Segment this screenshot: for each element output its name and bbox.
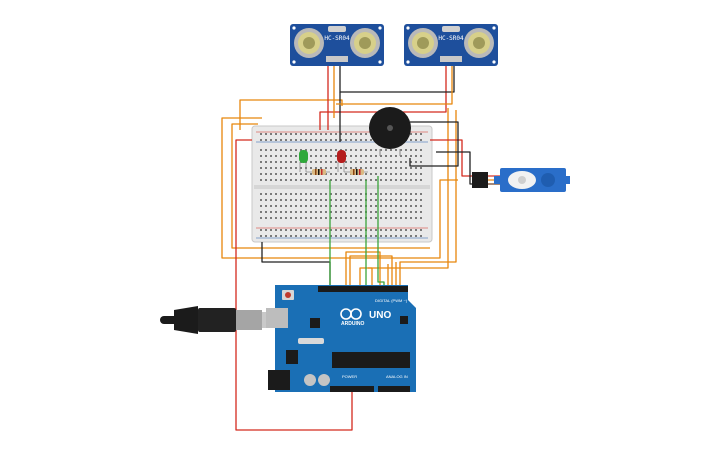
sensor-1-label: HC-SR04 (324, 35, 350, 42)
power-header[interactable] (330, 386, 374, 392)
red-led[interactable] (337, 150, 346, 172)
analog-header[interactable] (378, 386, 410, 392)
arduino-logo: ARDUINO (340, 308, 364, 327)
microcontroller-chip (332, 352, 410, 368)
usb-port[interactable] (266, 308, 288, 328)
piezo-buzzer[interactable] (369, 107, 411, 156)
power-label: POWER (342, 374, 357, 379)
transducer-left (294, 28, 324, 58)
green-led[interactable] (299, 150, 308, 172)
sensor-2-label: HC-SR04 (438, 35, 464, 42)
servo-motor[interactable] (472, 168, 570, 192)
analog-label: ANALOG IN (386, 374, 408, 379)
transducer-left (408, 28, 438, 58)
arduino-uno-board[interactable]: DIGITAL (PWM ~) ARDUINO UNO POWER ANALOG… (266, 285, 416, 392)
resistor[interactable] (344, 169, 368, 175)
brand-label: ARDUINO (341, 321, 364, 327)
resistor[interactable] (306, 169, 330, 175)
transducer-right (464, 28, 494, 58)
digital-header[interactable] (318, 286, 408, 292)
transducer-right (350, 28, 380, 58)
digital-label: DIGITAL (PWM ~) (375, 298, 408, 303)
ultrasonic-sensor-1[interactable]: HC-SR04 (290, 24, 384, 66)
usb-cable (160, 306, 278, 334)
ultrasonic-sensor-2[interactable]: HC-SR04 (404, 24, 498, 66)
model-label: UNO (369, 310, 391, 321)
power-jack[interactable] (268, 370, 290, 390)
breadboard[interactable] (251, 125, 433, 243)
